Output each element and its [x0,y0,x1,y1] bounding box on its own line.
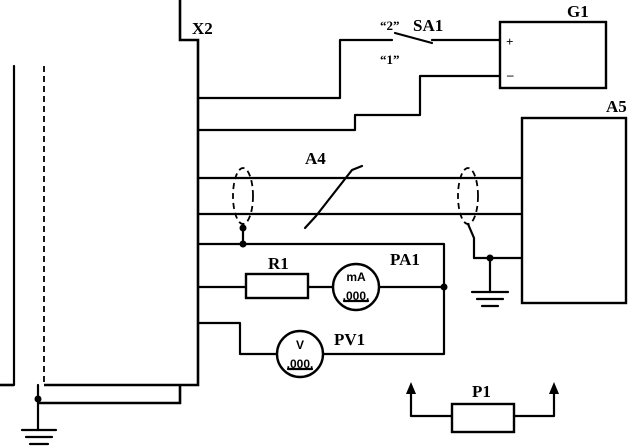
ground-right [470,254,510,308]
measurement-branch: R1 mA .000. PA1 V .000. PV1 [196,242,448,379]
unit-label: A5 [606,97,627,116]
switch-blade [393,31,434,45]
cable-marker [303,164,364,230]
wire-to-switch [196,38,394,100]
source-plus-label: + [506,34,513,49]
wire-to-pv1 [196,321,278,356]
source-label: G1 [567,2,589,21]
resistor-label: R1 [268,254,289,273]
sensor-box [450,402,516,434]
shield-right [457,167,479,225]
source-box [498,20,608,90]
unit-box [520,116,628,305]
shield-left [232,167,254,225]
connector-base [38,385,182,405]
ammeter-unit: mA [346,270,366,284]
voltmeter-reading: .000. [287,357,314,371]
unit-a5: A5 [520,97,628,305]
connector-outline [44,0,200,387]
cable-a4: A4 [196,149,524,260]
switch-pos-1-label: “1” [380,52,400,67]
switch-pos-2-label: “2” [380,18,400,33]
arrow-up-left-icon [406,382,416,394]
source-g1: G1 + – [196,2,608,132]
wire-to-minus [196,74,502,132]
switch-sa1: “2” “1” SA1 [196,16,502,100]
shield-right-lead [466,222,476,260]
resistor-r1 [244,272,310,300]
source-minus-label: – [506,67,514,82]
switch-label: SA1 [413,16,443,35]
connector-x2: X2 [0,0,213,446]
arrow-up-right-icon [549,382,559,394]
connector-label: X2 [192,19,213,38]
wire-common [196,242,446,289]
cable-label: A4 [305,149,326,168]
sensor-p1: P1 [406,382,559,434]
ground-node-left [34,395,42,403]
sensor-label: P1 [472,382,491,401]
voltmeter-unit: V [296,338,304,352]
voltmeter-label: PV1 [334,330,365,349]
ammeter-reading: .000. [343,289,370,303]
ammeter-label: PA1 [390,250,420,269]
